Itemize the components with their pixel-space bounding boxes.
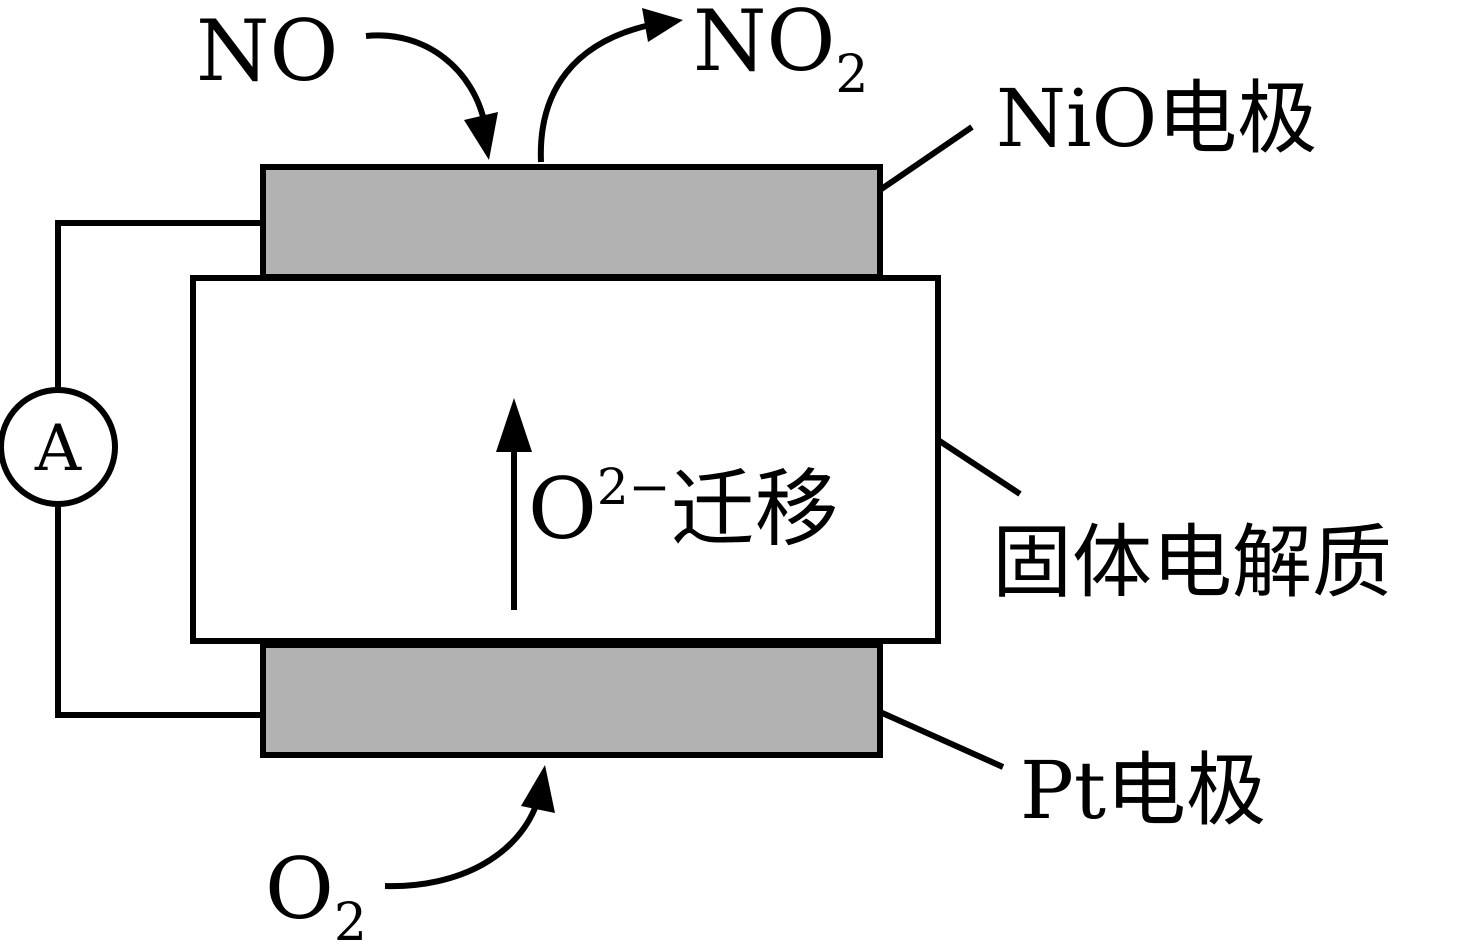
ammeter-circle: [0, 387, 118, 507]
no2-label-sub: 2: [835, 45, 868, 105]
circuit-wire: [55, 220, 263, 718]
pt-electrode: [260, 642, 883, 758]
ion-migration-label: O2−迁移: [528, 458, 839, 558]
ion-charge: 2−: [597, 458, 671, 516]
ion-migration-arrow: [496, 398, 532, 610]
pt-electrode-label: Pt电极: [1020, 744, 1266, 837]
no2-outflow-arrow: [537, 8, 683, 163]
nio-leader-line: [878, 124, 974, 193]
no-inflow-arrow: [365, 32, 498, 160]
o2-label: O2: [265, 840, 367, 945]
o2-inflow-arrow: [384, 765, 555, 890]
nio-electrode: [260, 164, 883, 280]
ammeter-label: A: [34, 412, 82, 486]
no-label: NO: [196, 2, 338, 100]
solid-electrolyte: [190, 275, 941, 644]
o2-label-main: O: [265, 840, 334, 938]
ion-migration-text: 迁移: [671, 460, 839, 558]
electrolyte-leader-line: [936, 437, 1022, 497]
pt-leader-line: [878, 709, 1005, 770]
nio-electrode-label: NiO电极: [996, 72, 1317, 165]
ion-symbol: O: [528, 460, 597, 558]
no2-label: NO2: [693, 0, 868, 105]
no2-label-main: NO: [693, 0, 835, 90]
ammeter: A: [0, 387, 118, 507]
o2-label-sub: 2: [334, 893, 367, 945]
solid-electrolyte-label: 固体电解质: [992, 516, 1392, 609]
